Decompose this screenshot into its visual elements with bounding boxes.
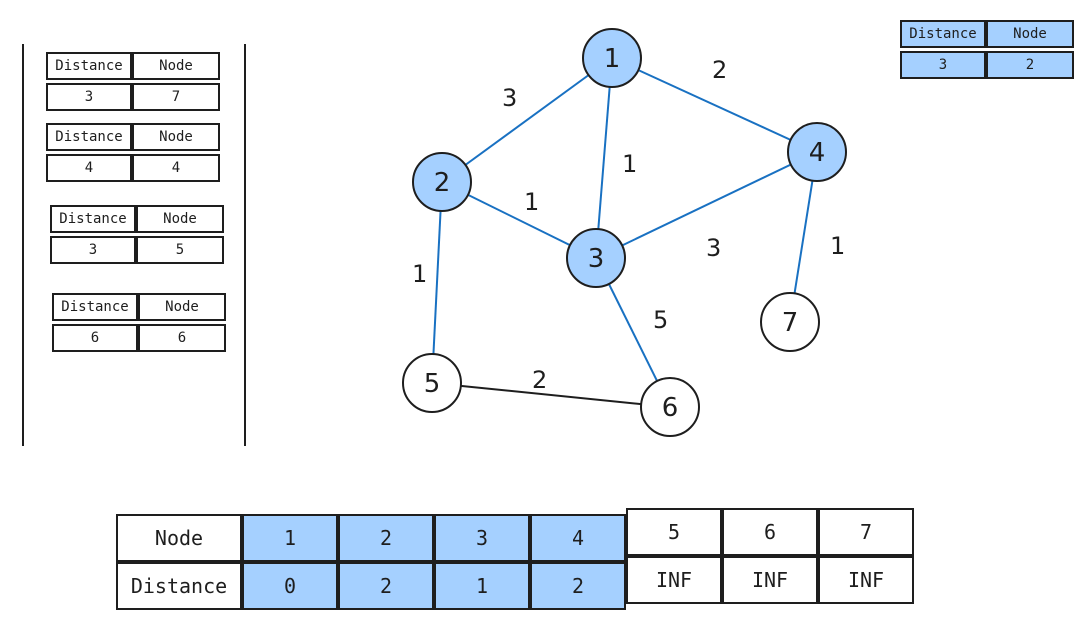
graph-node-3: 3 (566, 228, 626, 288)
edge-weight-1-2: 3 (502, 84, 518, 112)
distance-cell-1: 0 (242, 562, 338, 610)
node-cell-5: 5 (626, 508, 722, 556)
header-node: Node (986, 20, 1074, 48)
header-distance: Distance (46, 123, 132, 151)
distance-cell-7: INF (818, 556, 914, 604)
edge-weight-2-3: 1 (524, 188, 540, 216)
row-label-node: Node (116, 514, 242, 562)
distance-cell-6: INF (722, 556, 818, 604)
distance-cell-2: 2 (338, 562, 434, 610)
node-label: 3 (588, 244, 605, 274)
edge-weight-3-4: 3 (706, 234, 722, 262)
distance-value: 6 (52, 324, 138, 352)
edge-weight-5-6: 2 (532, 366, 548, 394)
edge-weight-4-7: 1 (830, 232, 846, 260)
graph-diagram: 1 2 3 4 5 6 7 (402, 28, 847, 437)
header-node: Node (132, 52, 220, 80)
node-label: 1 (604, 44, 621, 74)
edge-weight-3-6: 5 (653, 306, 669, 334)
node-value: 7 (132, 83, 220, 111)
left-panel-border-right (244, 44, 246, 446)
header-distance: Distance (52, 293, 138, 321)
node-label: 7 (782, 308, 799, 338)
graph-node-1: 1 (582, 28, 642, 88)
graph-node-4: 4 (787, 122, 847, 182)
edge-1-4 (611, 57, 818, 153)
distance-value: 3 (46, 83, 132, 111)
graph-node-7: 7 (760, 292, 820, 352)
edge-weight-2-5: 1 (412, 260, 428, 288)
distance-cell-3: 1 (434, 562, 530, 610)
node-value: 2 (986, 51, 1074, 79)
node-cell-1: 1 (242, 514, 338, 562)
node-cell-6: 6 (722, 508, 818, 556)
distance-value: 3 (900, 51, 986, 79)
node-cell-7: 7 (818, 508, 914, 556)
node-cell-3: 3 (434, 514, 530, 562)
edge-2-5 (431, 181, 443, 384)
edge-weight-1-4: 2 (712, 56, 728, 84)
graph-node-2: 2 (412, 152, 472, 212)
row-label-distance: Distance (116, 562, 242, 610)
node-cell-2: 2 (338, 514, 434, 562)
distance-value: 4 (46, 154, 132, 182)
edge-weight-1-3: 1 (622, 150, 638, 178)
node-value: 4 (132, 154, 220, 182)
node-label: 6 (662, 393, 679, 423)
header-distance: Distance (46, 52, 132, 80)
distance-cell-4: 2 (530, 562, 626, 610)
node-cell-4: 4 (530, 514, 626, 562)
node-label: 5 (424, 369, 441, 399)
header-node: Node (132, 123, 220, 151)
left-panel-border-left (22, 44, 24, 446)
node-label: 2 (434, 168, 451, 198)
edge-3-4 (595, 151, 818, 259)
distance-value: 3 (50, 236, 136, 264)
graph-node-5: 5 (402, 353, 462, 413)
graph-node-6: 6 (640, 377, 700, 437)
node-value: 6 (138, 324, 226, 352)
edge-5-6 (431, 382, 671, 408)
edge-1-3 (595, 57, 613, 259)
header-node: Node (136, 205, 224, 233)
header-distance: Distance (900, 20, 986, 48)
node-value: 5 (136, 236, 224, 264)
node-label: 4 (809, 138, 826, 168)
header-distance: Distance (50, 205, 136, 233)
distance-cell-5: INF (626, 556, 722, 604)
header-node: Node (138, 293, 226, 321)
edge-1-2 (441, 57, 613, 183)
